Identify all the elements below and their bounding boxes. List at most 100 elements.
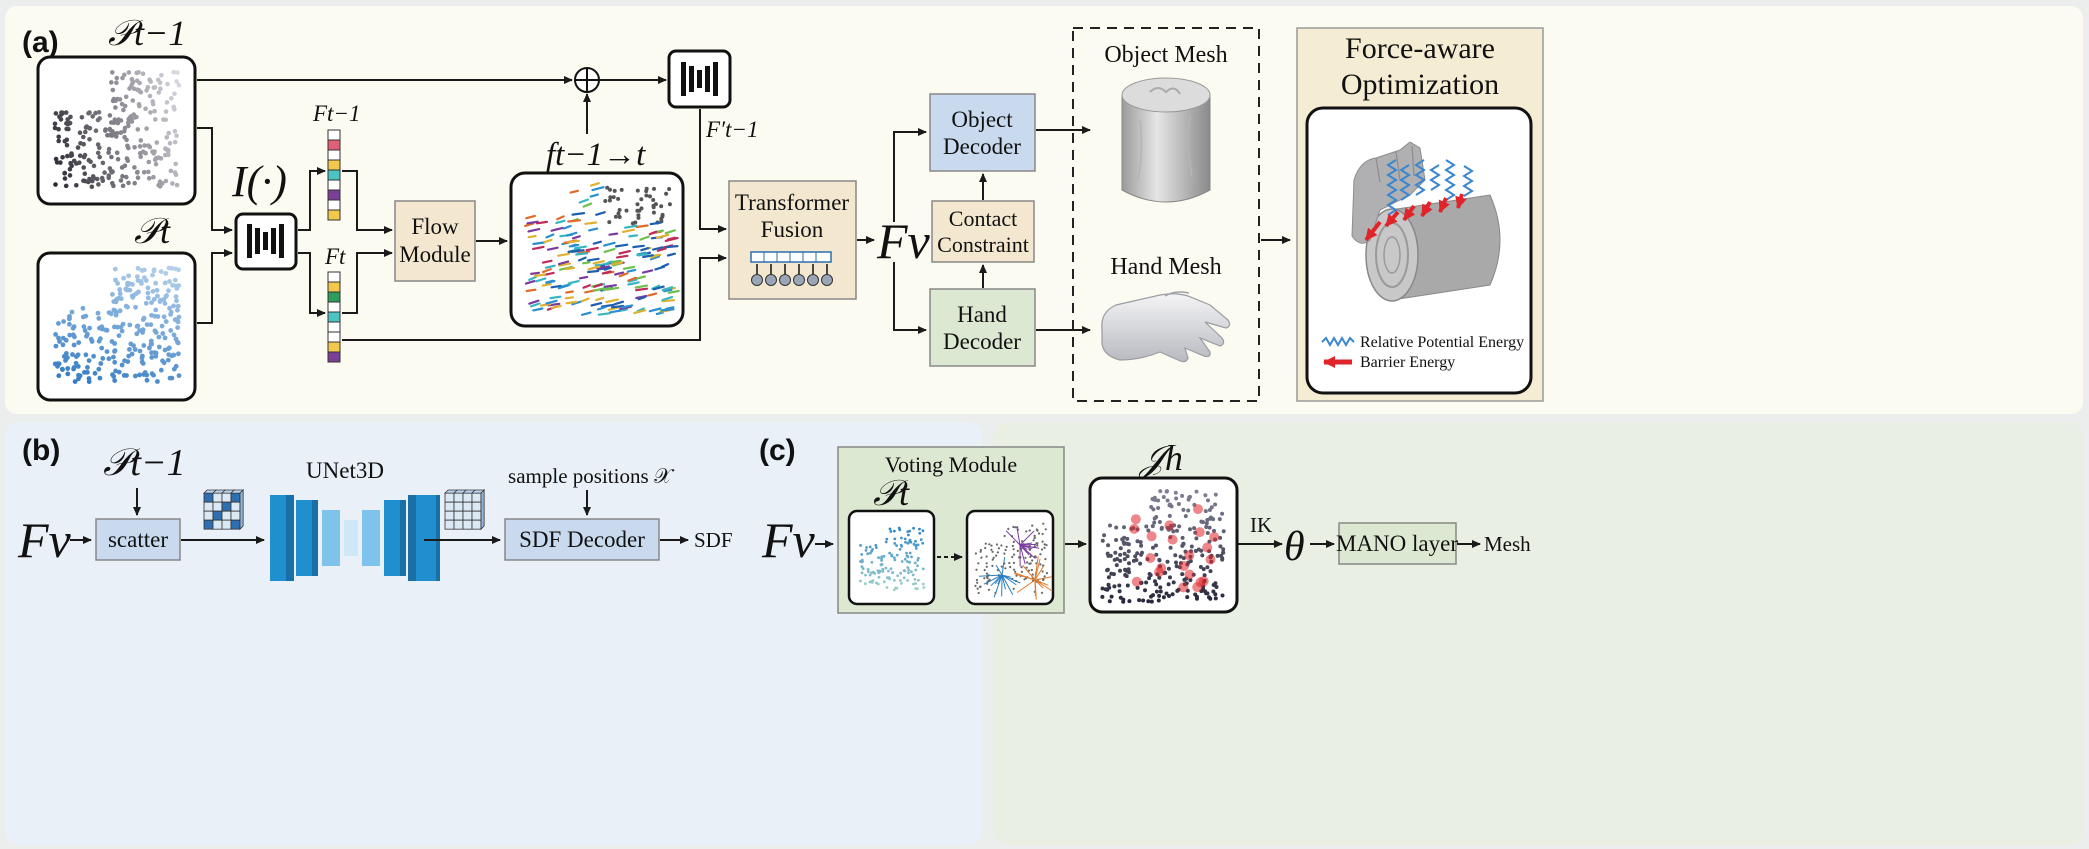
point [1044, 528, 1047, 531]
feature-cell [327, 199, 341, 211]
point [979, 550, 982, 553]
point [991, 564, 994, 568]
point [914, 582, 917, 585]
point [112, 378, 118, 383]
point [119, 362, 125, 368]
point [1126, 549, 1131, 554]
f-prev-label: Ft−1 [312, 101, 360, 126]
point [1134, 558, 1139, 563]
point [1029, 555, 1032, 559]
point [129, 119, 135, 124]
point [120, 183, 126, 189]
point [157, 155, 162, 161]
point [1135, 585, 1140, 590]
point [135, 127, 141, 132]
point [125, 280, 130, 286]
point [85, 369, 90, 375]
point [977, 591, 980, 595]
point [864, 549, 868, 552]
point [64, 121, 69, 126]
point [83, 352, 89, 358]
flow-point [635, 188, 640, 193]
flow-vector [655, 233, 670, 239]
joints-label: 𝒥h [1138, 438, 1183, 478]
point [1204, 521, 1209, 526]
point [1175, 588, 1180, 593]
vote-ray [1034, 556, 1039, 581]
flow-vector [556, 215, 565, 221]
point [1025, 566, 1028, 569]
point [888, 551, 891, 555]
point [895, 544, 898, 547]
point [905, 551, 908, 555]
mesh-output-group [1072, 27, 1260, 402]
point [1156, 506, 1161, 510]
flow-vector [660, 308, 675, 312]
flow-vector [565, 300, 578, 305]
point [171, 332, 177, 338]
flow-vector [667, 289, 680, 294]
barrier-arrow [1384, 210, 1400, 228]
point [860, 560, 863, 564]
flow-point [644, 189, 649, 194]
point [1208, 516, 1213, 521]
point [1153, 579, 1157, 584]
flow-vector [623, 224, 638, 229]
point [974, 552, 978, 555]
encoder-to-f-prev-arrow [298, 167, 326, 231]
point [112, 359, 118, 365]
point [1199, 548, 1204, 553]
flow-vector [664, 229, 677, 235]
point [1031, 573, 1034, 576]
point [130, 98, 136, 103]
point [882, 580, 886, 584]
point [1125, 536, 1130, 541]
point [864, 573, 867, 577]
point [87, 110, 92, 115]
point [1146, 528, 1151, 533]
point [155, 77, 161, 83]
point [910, 555, 913, 559]
flow-vector [597, 312, 611, 316]
voxel-cell [203, 492, 214, 503]
point [158, 86, 163, 91]
point [154, 140, 160, 145]
point [77, 130, 83, 135]
flow-point [608, 187, 612, 192]
point [67, 321, 72, 327]
point-cloud-curr-label-c: 𝒫t [873, 473, 910, 513]
barrier-arrow [1455, 193, 1467, 209]
point [114, 150, 120, 156]
point [881, 567, 885, 571]
point [93, 110, 98, 116]
point [864, 582, 867, 586]
point [1114, 563, 1119, 568]
point [126, 273, 131, 279]
voxel-cell [221, 492, 232, 503]
point [110, 98, 116, 104]
flow-point [659, 204, 664, 209]
point [129, 293, 135, 299]
flow-vector [565, 231, 578, 237]
point [146, 143, 151, 148]
point [173, 172, 179, 177]
point [977, 562, 980, 565]
point [875, 581, 878, 585]
point [165, 357, 171, 363]
point [885, 586, 889, 589]
point [140, 330, 146, 335]
point [81, 165, 86, 170]
point [917, 578, 920, 582]
point [67, 332, 73, 338]
point [975, 568, 978, 571]
flow-vector [532, 241, 546, 246]
point [1041, 540, 1044, 543]
point [134, 331, 140, 337]
point [985, 562, 988, 565]
point [120, 173, 125, 179]
point [1012, 587, 1015, 590]
point [166, 346, 171, 352]
hand-joint [1146, 531, 1157, 542]
point [1100, 594, 1105, 599]
